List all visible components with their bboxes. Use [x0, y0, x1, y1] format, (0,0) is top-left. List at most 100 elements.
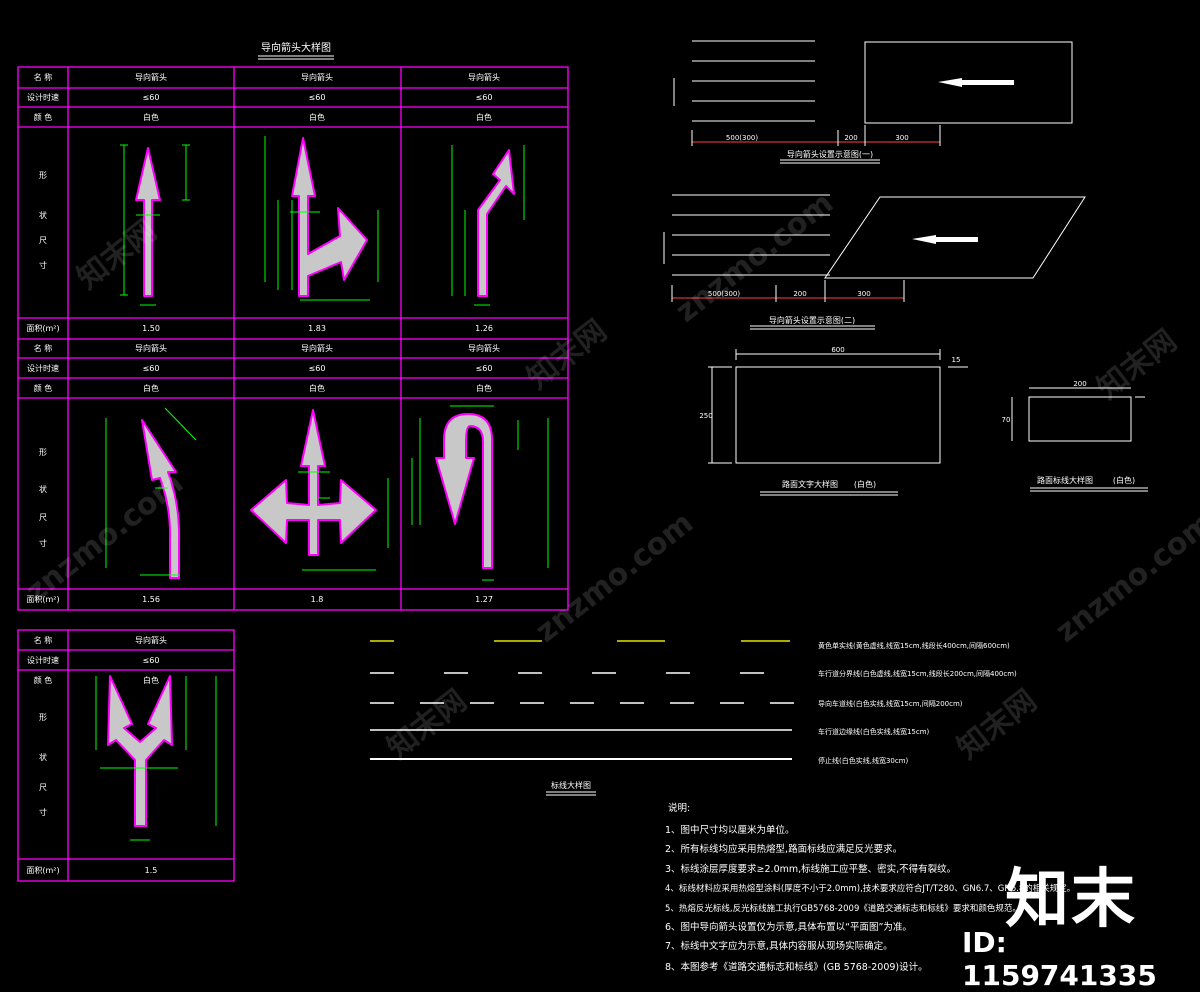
note-5: 5、热熔反光标线,反光标线施工执行GB5768-2009《道路交通标志和标线》要…: [665, 903, 1021, 914]
arrow-three-way: [250, 409, 377, 556]
label-shape-3c: 尺: [39, 783, 47, 792]
dim-label-200-1: 200: [844, 134, 857, 142]
label-color-3: 颜 色: [34, 675, 53, 685]
cell-5-area: 1.8: [311, 595, 324, 604]
letter-right-color: (白色): [1113, 475, 1135, 485]
label-shape-1b: 状: [39, 210, 47, 220]
cell-7-color: 白色: [143, 675, 159, 685]
label-shape-1a: 形: [39, 171, 47, 180]
dim-70: 70: [1002, 416, 1011, 424]
cell-1-area: 1.50: [142, 324, 160, 333]
legend-line-3: 导向车道线(白色实线,线宽15cm,间隔200cm): [818, 699, 963, 708]
legend-line-5: 停止线(白色实线,线宽30cm): [818, 756, 909, 765]
label-speed-1: 设计时速: [27, 92, 59, 102]
arrow-u-turn: [435, 413, 493, 569]
cell-3-speed: ≤60: [476, 93, 493, 102]
note-7: 7、标线中文字应为示意,具体内容服从现场实际确定。: [665, 940, 893, 952]
note-4: 4、标线材料应采用热熔型涂料(厚度不小于2.0mm),技术要求应符合JT/T28…: [665, 883, 1075, 894]
cell-1-speed: ≤60: [143, 93, 160, 102]
label-shape-1d: 寸: [39, 260, 47, 270]
dim-label-300-1: 300: [895, 134, 908, 142]
label-shape-2a: 形: [39, 448, 47, 457]
cell-3-name: 导向箭头: [468, 72, 500, 82]
cell-4-color: 白色: [143, 383, 159, 393]
cell-6-speed: ≤60: [476, 364, 493, 373]
note-8: 8、本图参考《道路交通标志和标线》(GB 5768-2009)设计。: [665, 961, 928, 973]
legend-line-2: 车行道分界线(白色虚线,线宽15cm,线段长200cm,间隔400cm): [818, 669, 1017, 678]
label-shape-3b: 状: [39, 752, 47, 762]
arrow-slight-right: [477, 149, 515, 297]
cell-3-color: 白色: [476, 112, 492, 122]
note-1: 1、图中尺寸均以厘米为单位。: [665, 824, 795, 836]
label-shape-2b: 状: [39, 484, 47, 494]
dim-label-500-1: 500(300): [726, 134, 758, 142]
cell-1-color: 白色: [143, 112, 159, 122]
legend-line-4: 车行道边缘线(白色实线,线宽15cm): [818, 727, 930, 736]
note-2: 2、所有标线均应采用热熔型,路面标线应满足反光要求。: [665, 843, 902, 855]
letter-left-color: (白色): [854, 479, 876, 489]
letter-right-caption: 路面标线大样图: [1037, 475, 1093, 485]
cell-2-color: 白色: [309, 112, 325, 122]
cell-2-speed: ≤60: [309, 93, 326, 102]
cell-5-speed: ≤60: [309, 364, 326, 373]
dim-250: 250: [699, 412, 712, 420]
label-name-2: 名 称: [34, 343, 53, 353]
dim-label-200-2: 200: [793, 290, 806, 298]
brand-logo: 知末: [1005, 863, 1137, 937]
dim-15: 15: [952, 356, 961, 364]
letter-left-caption: 路面文字大样图: [782, 479, 838, 489]
label-area-3: 面积(m²): [26, 865, 59, 875]
label-shape-3a: 形: [39, 713, 47, 722]
placement-diagrams: [663, 40, 1086, 330]
marking-legend: [370, 640, 794, 796]
notes: 说明: 1、图中尺寸均以厘米为单位。 2、所有标线均应采用热熔型,路面标线应满足…: [665, 802, 1075, 973]
cell-6-area: 1.27: [475, 595, 493, 604]
label-name-1: 名 称: [34, 72, 53, 82]
dim-200: 200: [1073, 380, 1086, 388]
dim-label-500-2: 500(300): [708, 290, 740, 298]
cell-4-speed: ≤60: [143, 364, 160, 373]
cell-6-name: 导向箭头: [468, 343, 500, 353]
brand-id: ID: 1159741335: [962, 926, 1157, 992]
note-3: 3、标线涂层厚度要求≥2.0mm,标线施工应平整、密实,不得有裂纹。: [665, 863, 956, 875]
cell-5-name: 导向箭头: [301, 343, 333, 353]
label-area-1: 面积(m²): [26, 323, 59, 333]
legend-title: 标线大样图: [551, 780, 591, 790]
cell-1-name: 导向箭头: [135, 72, 167, 82]
placement-caption-1: 导向箭头设置示意图(一): [787, 149, 873, 159]
placement-arrow-2: [912, 235, 978, 244]
placement-caption-2: 导向箭头设置示意图(二): [769, 315, 855, 325]
dim-600: 600: [831, 346, 844, 354]
legend-line-1: 黄色单实线(黄色虚线,线宽15cm,线段长400cm,间隔600cm): [818, 641, 1010, 650]
cell-6-color: 白色: [476, 383, 492, 393]
notes-heading: 说明:: [668, 802, 690, 814]
cell-7-area: 1.5: [145, 866, 158, 875]
cell-7-name: 导向箭头: [135, 635, 167, 645]
cell-5-color: 白色: [309, 383, 325, 393]
arrow-curve-left: [141, 419, 181, 579]
label-area-2: 面积(m²): [26, 594, 59, 604]
dim-label-300-2: 300: [857, 290, 870, 298]
label-shape-2d: 寸: [39, 538, 47, 548]
cell-2-name: 导向箭头: [301, 72, 333, 82]
label-shape-1c: 尺: [39, 236, 47, 245]
cell-7-speed: ≤60: [143, 656, 160, 665]
arrow-fork: [107, 675, 173, 827]
cell-4-area: 1.56: [142, 595, 160, 604]
note-6: 6、图中导向箭头设置仅为示意,具体布置以“平面图”为准。: [665, 921, 912, 933]
label-shape-2c: 尺: [39, 513, 47, 522]
label-shape-3d: 寸: [39, 807, 47, 817]
cell-3-area: 1.26: [475, 324, 493, 333]
letter-detail: [708, 349, 1148, 496]
placement-arrow-1: [938, 78, 1014, 87]
arrow-table: 导向箭头大样图: [17, 41, 569, 882]
label-color-2: 颜 色: [34, 383, 53, 393]
arrow-straight-right: [291, 137, 368, 297]
label-speed-2: 设计时速: [27, 363, 59, 373]
label-speed-3: 设计时速: [27, 655, 59, 665]
arrow-table-title: 导向箭头大样图: [261, 41, 331, 54]
cell-4-name: 导向箭头: [135, 343, 167, 353]
label-name-3: 名 称: [34, 635, 53, 645]
cell-2-area: 1.83: [308, 324, 326, 333]
